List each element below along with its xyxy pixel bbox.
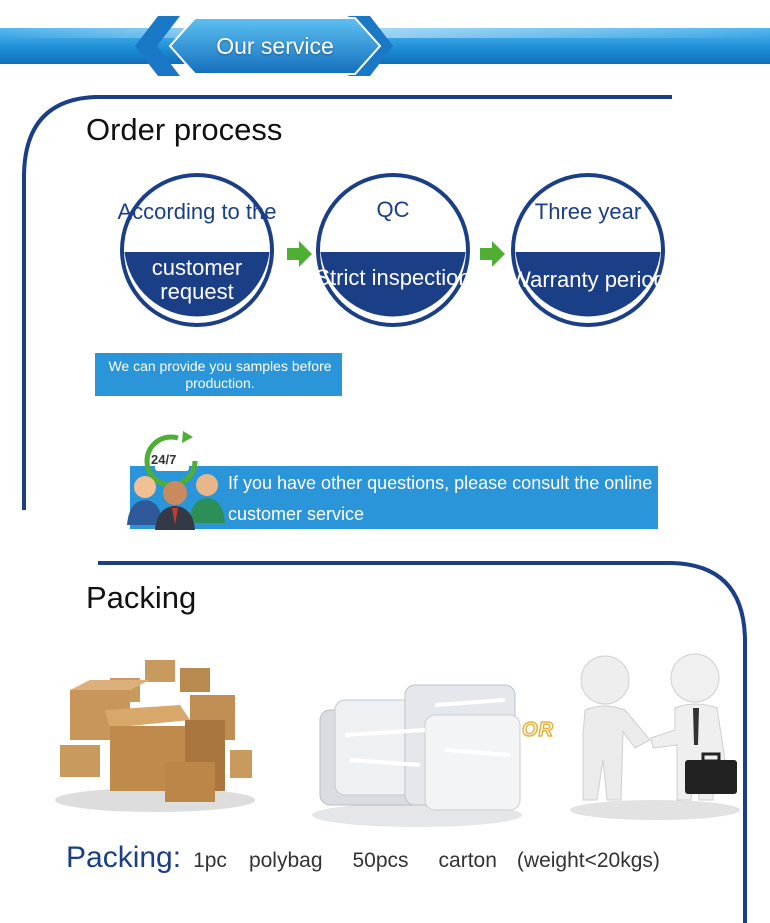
step-3-top-text: Three year: [534, 199, 642, 224]
packing-item: carton: [438, 849, 497, 872]
step-1-top-text: According to the: [117, 199, 277, 224]
arrow-right-icon: [287, 241, 312, 267]
step-circle: [120, 173, 274, 327]
polybags-image: [312, 684, 522, 827]
arrow-right-icon: [480, 241, 505, 267]
step-qc: QC Strict inspection: [313, 170, 473, 330]
support-badge: 24/7: [151, 452, 177, 467]
banner-arrows: [135, 16, 393, 76]
packing-item: (weight<20kgs): [516, 849, 660, 872]
section-banner-title: Our service: [216, 33, 334, 59]
packing-item: 50pcs: [352, 849, 409, 872]
order-process-title: Order process: [86, 112, 283, 147]
step-2-bottom-text: Strict inspection: [315, 265, 471, 290]
step-3-bottom-text: Warranty period: [510, 267, 666, 292]
customer-service-icon: [127, 431, 225, 530]
packing-title: Packing: [86, 580, 197, 615]
packing-item: 1pc: [193, 849, 227, 872]
step-2-top-text: QC: [376, 197, 410, 222]
or-label: OR: [521, 718, 554, 742]
packing-summary: Packing: 1pc polybag 50pcs carton (weight<20k…: [66, 840, 660, 879]
step-1-bottom-text: customer request: [151, 255, 243, 304]
step-customer-request: According to the customer request: [117, 170, 277, 330]
step-circle: [316, 173, 470, 327]
packing-summary-label: Packing:: [66, 841, 182, 874]
sample-note-text: We can provide you samples before produc…: [108, 358, 332, 391]
cardboard-boxes-image: [55, 660, 255, 812]
step-warranty: Three year Warranty period: [508, 170, 668, 330]
sample-note-box: [95, 353, 342, 396]
handshake-image: [570, 653, 740, 820]
packing-item: polybag: [248, 849, 323, 872]
step-circle: [511, 173, 665, 327]
banner-sheen: [0, 28, 770, 38]
consult-text: If you have other questions, please cons…: [228, 473, 653, 524]
